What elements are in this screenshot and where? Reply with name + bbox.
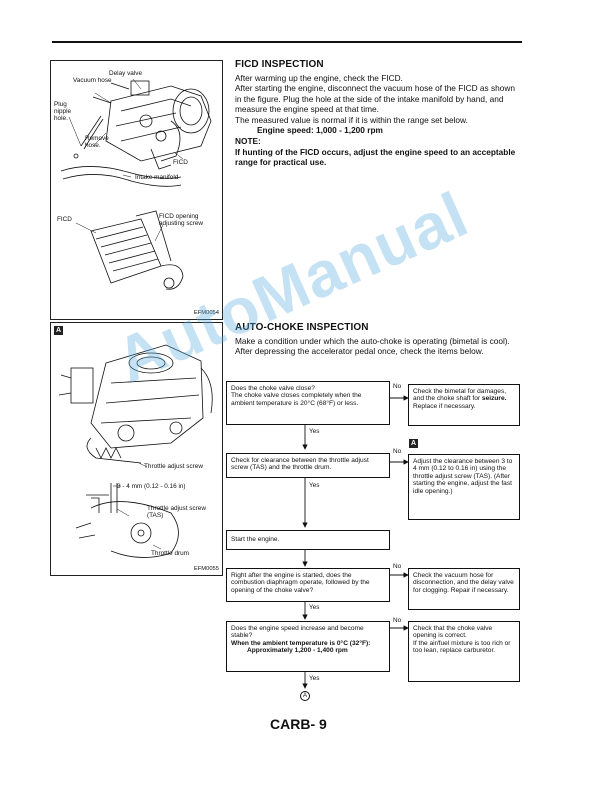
flow-q2-box: Check for clearance between the throttle… (226, 453, 390, 478)
flow-r5-box: Check that the choke valve opening is co… (408, 621, 520, 682)
label-tas: Throttle adjust screw (TAS) (147, 505, 206, 520)
flow-q3-box: Start the engine. (226, 530, 390, 550)
flow-q4-text: Right after the engine is started, does … (231, 572, 370, 594)
ficd-paragraph-3: The measured value is normal if it is wi… (235, 114, 468, 125)
figure-ficd: Vacuum hose Delay valve Plug nipple hole… (50, 60, 223, 320)
autochoke-paragraph-2: After depressing the accelerator pedal o… (235, 346, 484, 357)
flow-r1-seizure: seizure. (481, 395, 507, 403)
flow-q5-condition: When the ambient temperature is 0°C (32°… (231, 639, 371, 647)
label-plug-nipple: Plug nipple hole. (54, 101, 72, 123)
flow-r1-replace: Replace if necessary. (413, 402, 476, 410)
label-ficd-opening-screw: FICD opening adjusting screw (159, 213, 204, 228)
label-clearance: 3 - 4 mm (0.12 - 0.16 in) (117, 483, 186, 490)
autochoke-heading: AUTO-CHOKE INSPECTION (235, 322, 369, 333)
page-number: CARB- 9 (270, 716, 327, 732)
flow-no-label: No (393, 383, 402, 390)
flow-r2-text: Adjust the clearance between 3 to 4 mm (… (413, 458, 513, 495)
autochoke-illustration (58, 344, 213, 558)
figure-code: EFM0054 (193, 310, 219, 316)
flow-q5-box: Does the engine speed increase and becom… (226, 621, 390, 672)
flow-yes-label: Yes (309, 675, 320, 682)
ficd-heading: FICD INSPECTION (235, 59, 324, 70)
label-vacuum-hose: Vacuum hose (73, 77, 112, 84)
flow-q5-spec: Approximately 1,200 - 1,400 rpm (247, 647, 348, 655)
flow-r1-text: Check the bimetal for damages, and the c… (413, 388, 507, 403)
label-throttle-drum: Throttle drum (151, 550, 190, 557)
ficd-note-label: NOTE: (235, 136, 261, 147)
label-throttle-adjust-screw: Throttle adjust screw (144, 463, 203, 470)
flow-q4-box: Right after the engine is started, does … (226, 568, 390, 602)
flow-q1-detail: The choke valve closes completely when t… (231, 392, 362, 407)
ficd-illustration (60, 78, 212, 290)
autochoke-paragraph-1: Make a condition under which the auto-ch… (235, 336, 510, 346)
flow-r1-box: Check the bimetal for damages, and the c… (408, 384, 520, 426)
flow-r4-box: Check the vacuum hose for disconnection,… (408, 568, 520, 610)
label-ficd-top: FICD (173, 159, 188, 166)
flow-no-label: No (393, 448, 402, 455)
label-remove-hose: Remove hose. (85, 135, 109, 150)
label-ficd-bottom: FICD (57, 216, 72, 223)
flow-yes-label: Yes (309, 604, 320, 611)
autochoke-body: Make a condition under which the auto-ch… (235, 336, 523, 357)
flow-q1-title: Does the choke valve close? (231, 385, 315, 392)
label-delay-valve: Delay valve (109, 70, 143, 77)
flow-no-label: No (393, 617, 402, 624)
figure-a-mark: A (54, 326, 63, 335)
flow-no-label: No (393, 563, 402, 570)
ficd-paragraph-2: After starting the engine, disconnect th… (235, 83, 515, 115)
flow-end-marker: A (300, 691, 310, 701)
flow-q3-text: Start the engine. (231, 536, 280, 543)
ficd-paragraph-1: After warming up the engine, check the F… (235, 73, 403, 83)
flow-yes-label: Yes (309, 428, 320, 435)
flow-q2-text: Check for clearance between the throttle… (231, 457, 369, 472)
flow-a-mark: A (409, 439, 418, 448)
ficd-note: If hunting of the FICD occurs, adjust th… (235, 146, 516, 168)
flow-r5-replace: If the air/fuel mixture is too rich or t… (413, 639, 511, 655)
flow-r5-check: Check that the choke valve opening is co… (413, 625, 493, 640)
figure-autochoke: A Throttle adjust screw 3 - 4 mm (0.12 -… (50, 322, 223, 576)
figure-code: EFM0055 (193, 566, 219, 572)
flow-r4-text: Check the vacuum hose for disconnection,… (413, 572, 514, 594)
flow-q1-box: Does the choke valve close? The choke va… (226, 381, 390, 425)
ficd-spec: Engine speed: 1,000 - 1,200 rpm (257, 125, 383, 136)
flow-q5-question: Does the engine speed increase and becom… (231, 625, 364, 640)
top-rule (52, 41, 522, 43)
ficd-body: After warming up the engine, check the F… (235, 73, 523, 168)
flow-r2-box: Adjust the clearance between 3 to 4 mm (… (408, 454, 520, 520)
label-intake-manifold: Intake manifold (135, 174, 179, 181)
flow-yes-label: Yes (309, 482, 320, 489)
